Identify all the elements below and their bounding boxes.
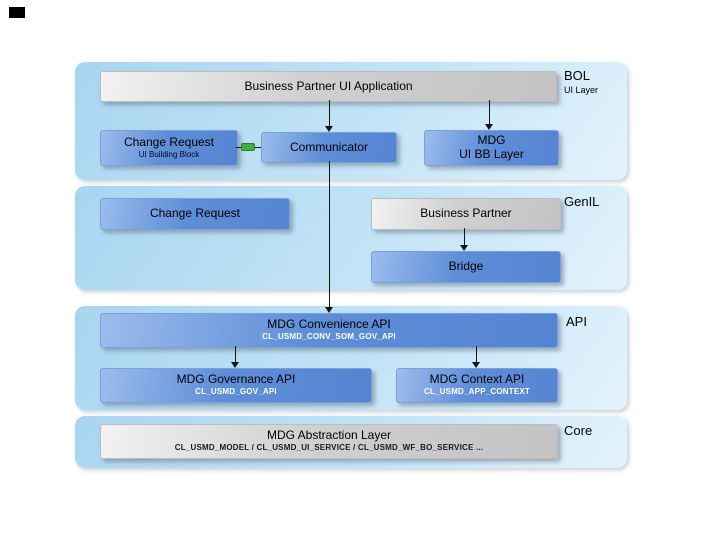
node-mdg-governance-api: MDG Governance API CL_USMD_GOV_API (100, 368, 372, 403)
layer-label-core: Core (564, 423, 593, 438)
arrow-line-convenience-to-context (476, 346, 477, 363)
layer-label-genil: GenIL (564, 194, 600, 209)
node-title: MDG Context API (429, 372, 525, 387)
arrow-head-communicator-to-convenience-api (325, 307, 333, 313)
node-title-line2: UI BB Layer (459, 147, 524, 161)
node-title-line1: MDG (477, 133, 506, 148)
node-title: Business Partner UI Application (244, 78, 413, 93)
node-business-partner: Business Partner (371, 198, 561, 230)
node-mdg-context-api: MDG Context API CL_USMD_APP_CONTEXT (396, 368, 558, 403)
layer-sublabel-bol: UI Layer (564, 85, 599, 95)
connector-green-link (241, 143, 255, 151)
arrow-head-business-partner-to-bridge (460, 245, 468, 251)
node-business-partner-ui-application: Business Partner UI Application (100, 71, 557, 102)
arrow-line-business-partner-to-bridge (464, 228, 465, 246)
layer-label-bol: BOL (564, 68, 591, 83)
node-title: Bridge (448, 259, 484, 274)
node-mdg-abstraction-layer: MDG Abstraction Layer CL_USMD_MODEL / CL… (100, 424, 558, 459)
node-change-request: Change Request (100, 198, 290, 230)
node-title: MDG Governance API (176, 372, 296, 387)
node-code: CL_USMD_APP_CONTEXT (423, 387, 531, 397)
arrow-head-convenience-to-context (472, 362, 480, 368)
node-title: Change Request (123, 135, 215, 150)
arrow-head-app-to-mdg-ui-bb (485, 124, 493, 130)
corner-artifact (9, 7, 25, 18)
node-title: Business Partner (420, 206, 512, 221)
arrow-line-communicator-to-convenience-api (329, 161, 330, 308)
node-bridge: Bridge (371, 251, 561, 283)
node-subtitle: UI Building Block (138, 150, 200, 160)
node-communicator: Communicator (261, 132, 397, 163)
arrow-line-app-to-mdg-ui-bb (489, 100, 490, 125)
layer-label-api: API (566, 314, 587, 329)
node-title: Communicator (289, 139, 369, 154)
node-title: Change Request (149, 206, 241, 221)
node-title: MDG Convenience API (267, 317, 391, 332)
arrow-head-convenience-to-governance (231, 362, 239, 368)
node-code: CL_USMD_MODEL / CL_USMD_UI_SERVICE / CL_… (174, 443, 484, 453)
arrow-head-app-to-communicator (325, 126, 333, 132)
arrow-line-convenience-to-governance (235, 346, 236, 363)
node-mdg-convenience-api: MDG Convenience API CL_USMD_CONV_SOM_GOV… (100, 313, 558, 348)
node-change-request-ui-building-block: Change Request UI Building Block (100, 130, 238, 166)
node-title: MDG Abstraction Layer (266, 428, 392, 443)
node-code: CL_USMD_CONV_SOM_GOV_API (262, 332, 396, 342)
node-code: CL_USMD_GOV_API (195, 387, 277, 397)
node-mdg-ui-bb-layer: MDG UI BB Layer (424, 130, 559, 166)
arrow-line-app-to-communicator (329, 100, 330, 126)
